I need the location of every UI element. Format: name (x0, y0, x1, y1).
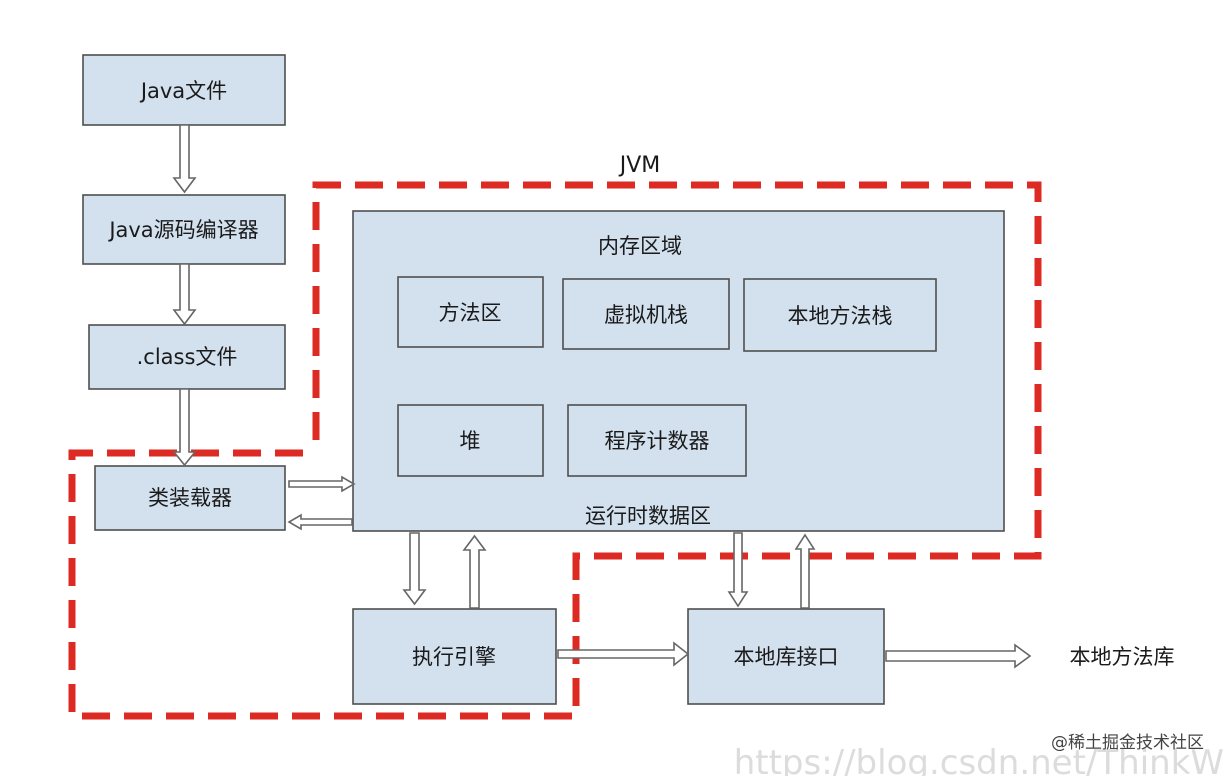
native-interface-node: 本地库接口 (687, 608, 885, 705)
heap: 堆 (397, 404, 544, 477)
class-loader-node: 类装载器 (94, 465, 286, 531)
jvm-dashed-boundary (68, 181, 1042, 720)
native-method-stack-label: 本地方法栈 (788, 304, 893, 328)
arrow-class-to-loader (172, 388, 197, 467)
arrow-engine-to-memory (462, 534, 487, 609)
arrow-memory-to-native-interface (727, 532, 749, 608)
program-counter: 程序计数器 (567, 404, 747, 477)
java-compiler-label: Java源码编译器 (107, 218, 258, 242)
java-file-node: Java文件 (82, 54, 286, 126)
heap-label: 堆 (460, 429, 481, 453)
method-area-label: 方法区 (439, 301, 502, 325)
memory-area-box (352, 210, 1005, 532)
method-area: 方法区 (397, 276, 544, 348)
arrow-engine-to-native-interface (557, 641, 690, 667)
program-counter-label: 程序计数器 (605, 429, 710, 453)
juejin-watermark: @稀土掘金技术社区 (1051, 733, 1204, 753)
csdn-watermark: https://blog.csdn.net/ThinkW (734, 743, 1224, 776)
memory-area-title: 内存区域 (598, 234, 682, 258)
vm-stack-label: 虚拟机栈 (604, 303, 688, 327)
class-file-node: .class文件 (88, 324, 286, 390)
execution-engine-node: 执行引擎 (352, 608, 557, 705)
arrow-native-interface-to-memory (794, 533, 816, 609)
native-interface-label: 本地库接口 (734, 645, 839, 669)
java-compiler-node: Java源码编译器 (82, 194, 286, 265)
arrow-compiler-to-class (172, 263, 197, 326)
native-method-library-label: 本地方法库 (1070, 645, 1175, 669)
arrow-loader-to-memory (288, 475, 356, 493)
java-file-label: Java文件 (139, 79, 227, 103)
class-file-label: .class文件 (137, 345, 238, 369)
arrow-memory-to-loader (287, 513, 353, 531)
runtime-data-area-label: 运行时数据区 (585, 504, 711, 528)
vm-stack: 虚拟机栈 (562, 278, 730, 350)
arrow-memory-to-engine (402, 532, 427, 606)
arrow-java-to-compiler (172, 124, 197, 194)
arrow-native-interface-to-library (885, 643, 1032, 669)
native-method-stack: 本地方法栈 (743, 278, 937, 352)
execution-engine-label: 执行引擎 (412, 645, 496, 669)
class-loader-label: 类装载器 (148, 486, 232, 510)
jvm-label: JVM (618, 153, 661, 178)
